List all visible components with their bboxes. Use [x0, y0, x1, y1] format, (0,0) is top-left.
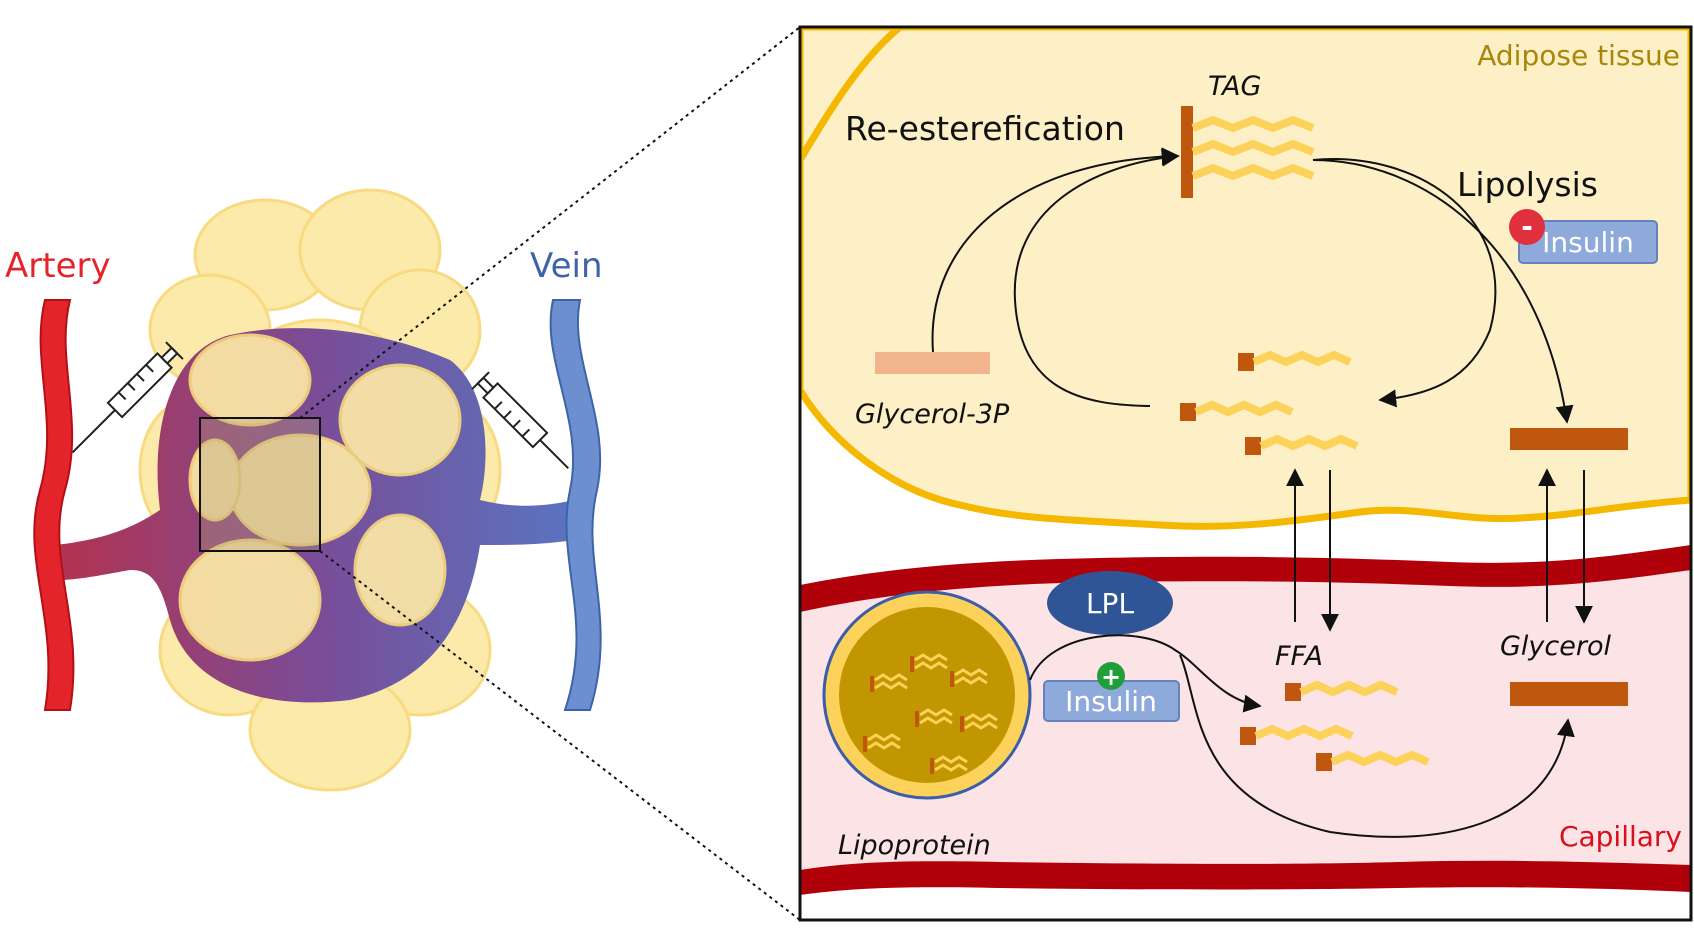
artery-vessel [33, 299, 75, 711]
adipose-ffa-group [1180, 350, 1359, 455]
reesterification-arrow-ffa [1013, 148, 1180, 407]
capillary-ffa-group [1240, 680, 1430, 771]
capillary-wall-top [800, 545, 1691, 612]
inhibit-sign: - [1521, 210, 1533, 243]
lpl-arrow-glycerol [1179, 654, 1575, 838]
lpl-arrow-ffa [1029, 634, 1262, 713]
artery-label: Artery [5, 246, 111, 286]
capillary-region [800, 555, 1691, 880]
adipose-glycerol-bar [1510, 428, 1628, 450]
insulin-activate-label: Insulin [1065, 685, 1157, 718]
zoom-connector-top [299, 26, 801, 419]
activate-sign: + [1101, 663, 1121, 691]
reesterification-arrow-g3p [931, 147, 1180, 353]
inset-border [798, 25, 1693, 922]
glycerol-3p-bar [875, 352, 990, 374]
lipoprotein-label: Lipoprotein [838, 830, 991, 861]
syringe-icon [71, 341, 184, 454]
ffa-label: FFA [1275, 641, 1323, 672]
glycerol-label: Glycerol [1500, 631, 1611, 662]
insulin-inhibit-label: Insulin [1542, 226, 1634, 259]
activate-sign-icon [1097, 662, 1125, 690]
zoom-box [199, 417, 321, 552]
capillary-wall-bottom [800, 860, 1691, 895]
vein-label: Vein [530, 246, 603, 286]
adipose-region [800, 27, 1691, 530]
zoom-connector-bottom [319, 550, 801, 921]
capillary-glycerol-bar [1510, 682, 1628, 706]
adipose-tissue-label: Adipose tissue [1477, 39, 1680, 72]
reesterification-label: Re-esterefication [845, 109, 1125, 148]
inhibit-sign-icon [1509, 209, 1545, 245]
lipoprotein-particle [822, 590, 1032, 800]
lipolysis-label: Lipolysis [1457, 165, 1598, 204]
tag-molecule [1181, 106, 1315, 198]
adipocyte-membrane [800, 27, 903, 162]
lipolysis-arrow-glycerol [1312, 159, 1574, 424]
lpl-enzyme [1047, 571, 1173, 635]
lipolysis-arrow-ffa [1312, 158, 1497, 408]
vein-vessel [549, 299, 602, 711]
tag-label: TAG [1208, 71, 1261, 102]
network-cells [178, 333, 462, 662]
glycerol-3p-label: Glycerol-3P [855, 399, 1010, 430]
lpl-label: LPL [1086, 587, 1134, 620]
inset-panel: LPL [800, 27, 1691, 920]
left-panel: Artery Vein [5, 188, 603, 792]
syringe-icon [471, 371, 569, 469]
capillary-label: Capillary [1559, 820, 1682, 853]
